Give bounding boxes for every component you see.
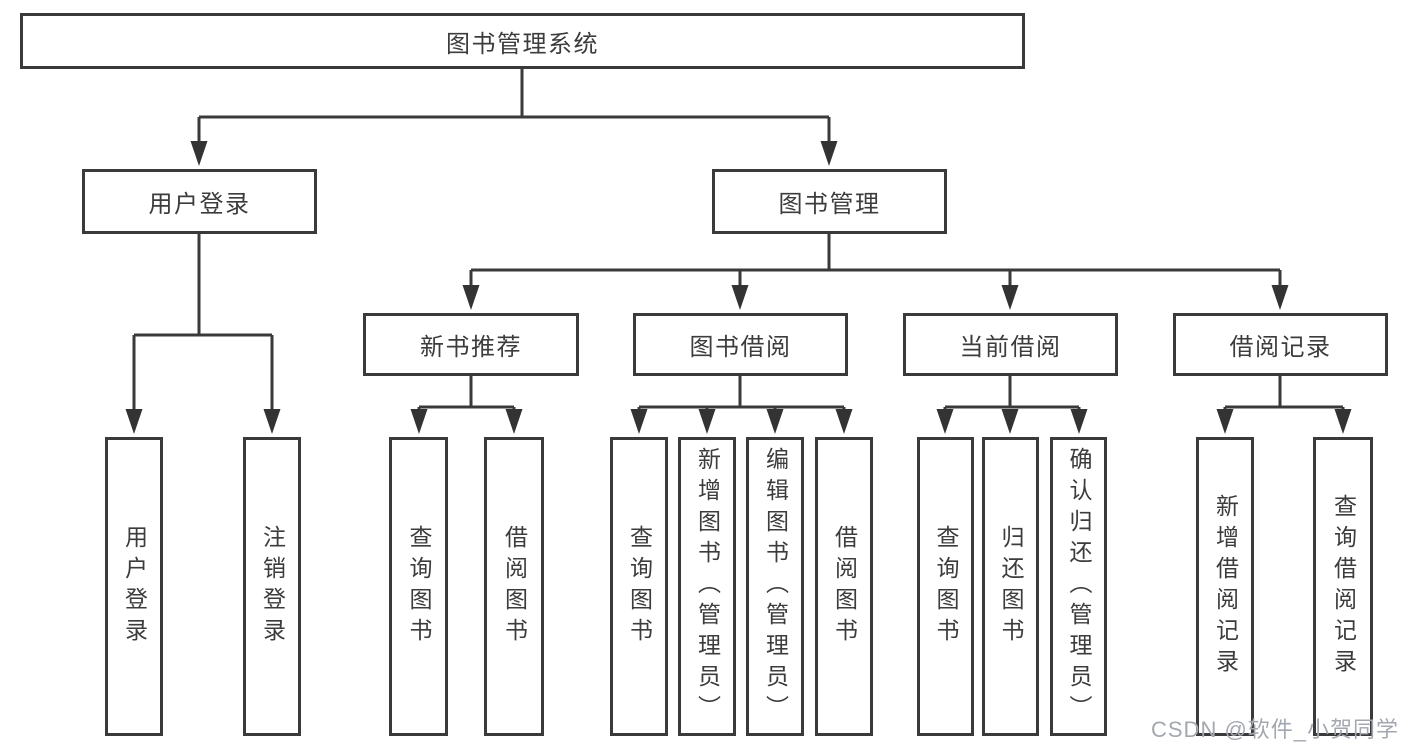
leaf-recommend-borrow-books: 借阅图书 [484,437,544,736]
leaf-borrow-edit-books-admin-label: 编辑图书（管理员） [762,447,789,726]
leaf-borrow-add-books-admin: 新增图书（管理员） [678,437,736,736]
leaf-recommend-query-books: 查询图书 [389,437,448,736]
leaf-current-query-books-label: 查询图书 [933,524,959,649]
leaf-records-query-record: 查询借阅记录 [1313,437,1373,736]
leaf-current-confirm-return-admin-label: 确认归还（管理员） [1066,447,1092,726]
connector-records-to-leaves [1216,376,1352,434]
leaf-borrow-add-books-admin-label: 新增图书（管理员） [694,447,721,726]
node-book-management-label: 图书管理 [778,191,881,218]
leaf-records-query-record-label: 查询借阅记录 [1330,493,1357,680]
node-root-label: 图书管理系统 [446,30,599,58]
node-current-borrow-label: 当前借阅 [959,334,1062,361]
node-user-login: 用户登录 [82,169,317,234]
connector-recommend-to-leaves [410,376,523,434]
node-book-borrow: 图书借阅 [633,313,848,376]
leaf-borrow-edit-books-admin: 编辑图书（管理员） [746,437,804,736]
node-borrow-records: 借阅记录 [1173,313,1388,376]
leaf-records-add-record: 新增借阅记录 [1196,437,1254,736]
leaf-borrow-borrow-books-label: 借阅图书 [831,524,858,649]
node-new-book-recommend: 新书推荐 [363,313,579,376]
node-user-login-label: 用户登录 [148,191,251,218]
leaf-current-return-books: 归还图书 [982,437,1039,736]
leaf-logout: 注销登录 [243,437,301,736]
leaf-recommend-borrow-books-label: 借阅图书 [501,524,528,649]
connector-borrow-to-leaves [630,376,853,434]
node-new-book-recommend-label: 新书推荐 [420,334,522,361]
leaf-borrow-borrow-books: 借阅图书 [815,437,873,736]
connector-mgmt-to-level3 [462,234,1289,310]
leaf-user-login: 用户登录 [105,437,163,736]
leaf-logout-label: 注销登录 [259,524,286,649]
node-root-system: 图书管理系统 [20,13,1025,69]
leaf-current-return-books-label: 归还图书 [998,524,1024,649]
node-book-management: 图书管理 [712,169,947,234]
connector-root-to-level2 [190,69,838,166]
csdn-watermark: CSDN @软件_小贺同学 [1151,717,1400,742]
node-book-borrow-label: 图书借阅 [689,334,792,361]
leaf-user-login-label: 用户登录 [121,524,148,649]
node-current-borrow: 当前借阅 [903,313,1118,376]
leaf-borrow-query-books: 查询图书 [610,437,668,736]
node-borrow-records-label: 借阅记录 [1229,334,1332,361]
leaf-borrow-query-books-label: 查询图书 [626,524,653,649]
connector-login-to-leaves [125,234,281,434]
connector-current-to-leaves [936,376,1088,434]
leaf-records-add-record-label: 新增借阅记录 [1212,493,1239,680]
leaf-current-confirm-return-admin: 确认归还（管理员） [1050,437,1107,736]
leaf-current-query-books: 查询图书 [917,437,974,736]
leaf-recommend-query-books-label: 查询图书 [406,524,432,649]
